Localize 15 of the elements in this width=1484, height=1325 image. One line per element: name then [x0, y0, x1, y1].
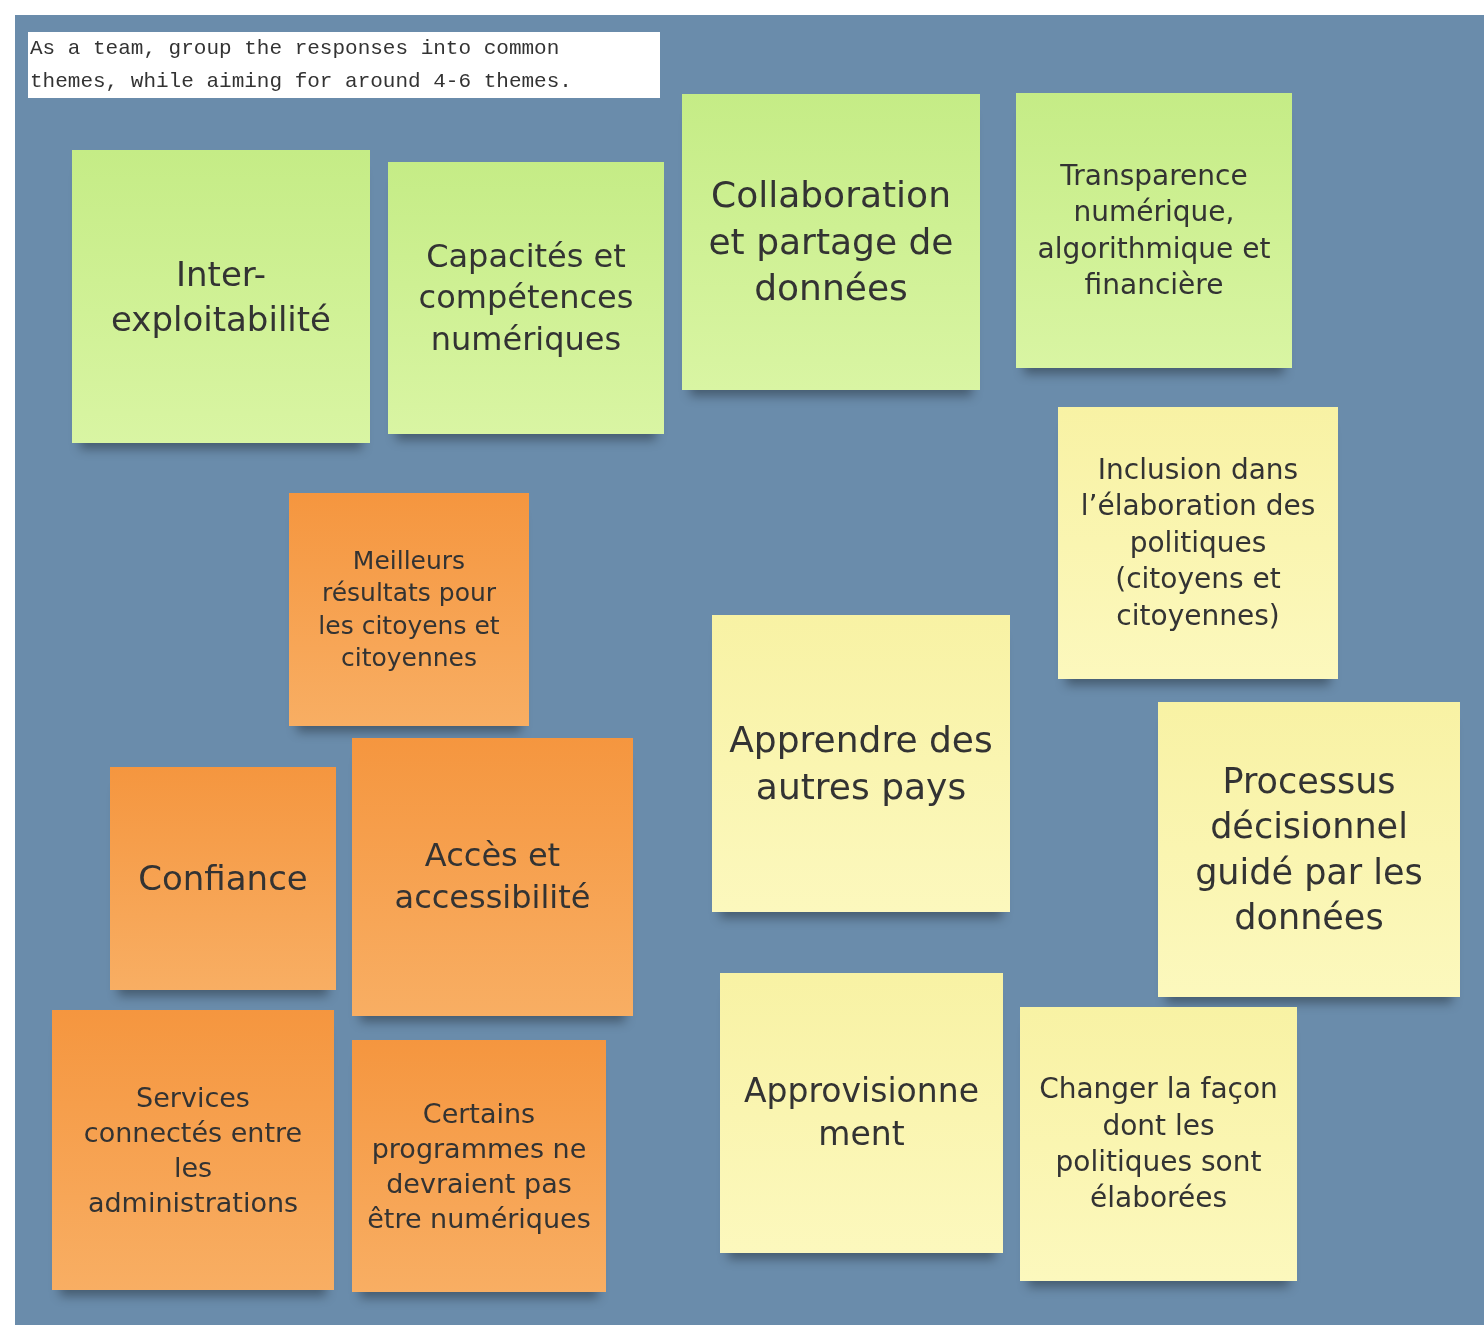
sticky-note: Capacités et compétences numériques	[388, 162, 664, 434]
sticky-note: Apprendre des autres pays	[712, 615, 1010, 912]
sticky-note: Processus décisionnel guidé par les données	[1158, 702, 1460, 997]
sticky-note: Certains programmes ne devraient pas être numériques	[352, 1040, 606, 1292]
sticky-note: Meilleurs résultats pour les citoyens et citoyennes	[289, 493, 529, 726]
sticky-note: Transparence numérique, algorithmique et financière	[1016, 93, 1292, 368]
sticky-note: Confiance	[110, 767, 336, 990]
instruction-text: As a team, group the responses into common themes, while aiming for around 4-6 themes.	[28, 32, 660, 98]
sticky-note: Inter-exploitabilité	[72, 150, 370, 443]
sticky-note: Collaboration et partage de données	[682, 94, 980, 390]
sticky-note: Changer la façon dont les politiques sont élaborées	[1020, 1007, 1297, 1281]
sticky-note: Services connectés entre les administrations	[52, 1010, 334, 1290]
sticky-note: Accès et accessibilité	[352, 738, 633, 1016]
sticky-note: Inclusion dans l’élaboration des politiques (citoyens et citoyennes)	[1058, 407, 1338, 679]
sticky-note: Approvisionnement	[720, 973, 1003, 1253]
